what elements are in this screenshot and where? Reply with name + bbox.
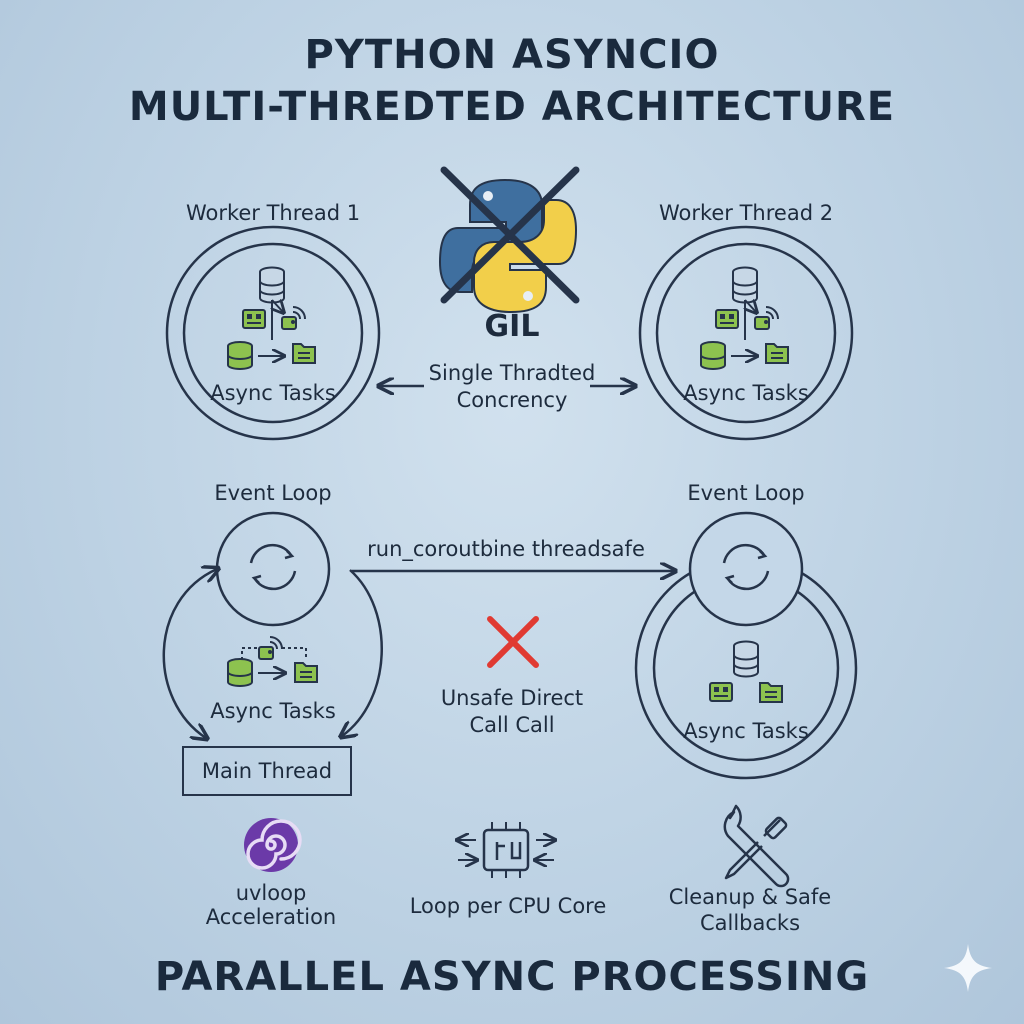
- event-loop-left-title: Event Loop: [214, 481, 332, 505]
- worker-thread-2-title: Worker Thread 2: [658, 201, 834, 225]
- feature-cleanup-line-2: Callbacks: [699, 911, 801, 935]
- title-line-2: MULTI-THREDTED ARCHITECTURE: [128, 84, 896, 130]
- worker-thread-1-tasks-label: Async Tasks: [210, 381, 336, 405]
- event-loop-right-tasks-label: Async Tasks: [683, 719, 809, 743]
- uvloop-icon: [244, 818, 302, 872]
- gil-caption-line-1: Single Thradted: [428, 361, 596, 385]
- cpu-icon: [458, 822, 554, 878]
- gil-caption-line-2: Concrency: [456, 388, 568, 412]
- event-loop-left-node: [162, 511, 383, 738]
- unsafe-line-2: Call Call: [469, 713, 555, 737]
- feature-uvloop-line-2: Acceleration: [205, 905, 337, 929]
- title-line-1: PYTHON ASYNCIO: [304, 32, 720, 78]
- worker-thread-1-node: [165, 225, 381, 441]
- feature-uvloop-line-1: uvloop: [235, 881, 307, 905]
- sparkle-icon: [944, 944, 992, 992]
- event-loop-right-title: Event Loop: [687, 481, 805, 505]
- worker-thread-2-tasks-label: Async Tasks: [683, 381, 809, 405]
- run-coroutine-label: run_coroutbine threadsafe: [367, 537, 645, 561]
- unsafe-line-1: Unsafe Direct: [440, 686, 584, 710]
- unsafe-cross-icon: [487, 616, 539, 668]
- event-loop-right-node: [634, 511, 858, 780]
- gil-cross-icon: [440, 166, 580, 304]
- feature-cleanup-line-1: Cleanup & Safe: [668, 885, 832, 909]
- main-thread-label: Main Thread: [201, 759, 333, 783]
- main-thread-box: Main Thread: [182, 746, 352, 796]
- python-logo-icon: [438, 178, 578, 314]
- worker-thread-1-title: Worker Thread 1: [185, 201, 361, 225]
- wrench-icon: [723, 804, 790, 888]
- event-loop-left-tasks-label: Async Tasks: [210, 699, 336, 723]
- bottom-title: PARALLEL ASYNC PROCESSING: [154, 954, 870, 1000]
- gil-label: GIL: [484, 309, 540, 344]
- worker-thread-2-node: [638, 225, 854, 441]
- feature-cpu-line-1: Loop per CPU Core: [409, 894, 607, 918]
